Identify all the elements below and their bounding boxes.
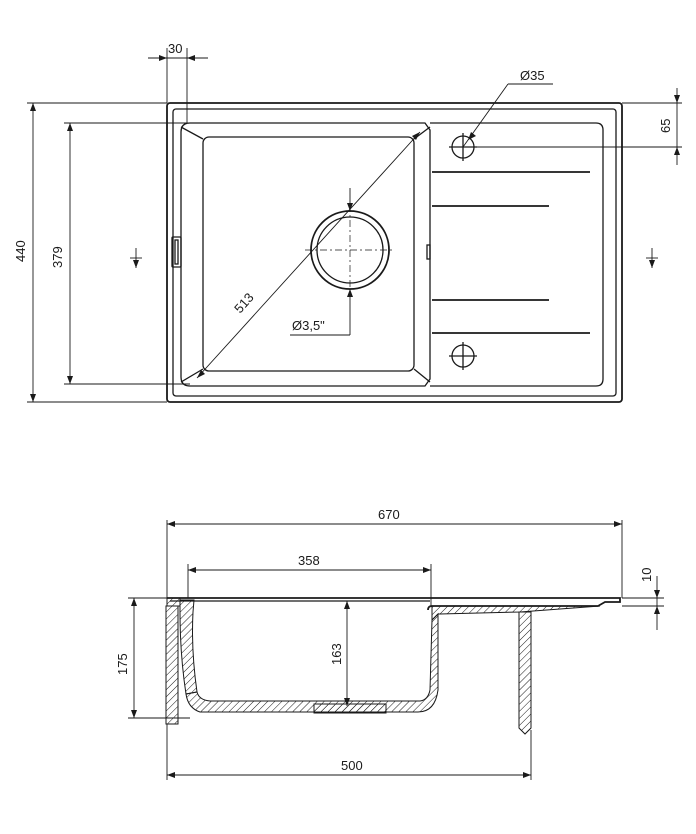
dim-line-513 [196,131,421,379]
arrow [133,260,139,268]
side-view: 670 358 10 175 163 500 [115,507,664,780]
arrow [654,606,660,614]
arrow [674,95,680,103]
dim-label-500: 500 [341,758,363,773]
overflow-slot [171,236,182,268]
arrow [674,147,680,155]
drainer-outline [430,122,604,387]
dim-label-440: 440 [13,240,28,262]
top-view: 30 Ø35 65 440 379 [13,41,682,403]
dim-label-175: 175 [115,653,130,675]
arrow [523,772,531,778]
dim-label-10: 10 [639,568,654,582]
arrow [30,394,36,402]
dim-label-65: 65 [658,119,673,133]
arrow [188,567,196,573]
arrow [167,772,175,778]
divider-mark [426,244,431,260]
dim-label-30: 30 [168,41,182,56]
overflow-slot-inner [174,239,179,265]
bowl-bottom [185,612,439,713]
cabinet-side-left [165,605,179,725]
arrow [654,590,660,598]
arrow [167,521,175,527]
arrow [412,132,420,140]
drain-fitting [313,703,387,714]
arrow [468,132,476,140]
dim-label-513: 513 [231,290,257,316]
arrow [347,289,353,297]
arrow [67,123,73,131]
bowl-outline-outer [180,122,431,387]
arrow [649,260,655,268]
dim-label-drain-diameter: Ø3,5" [292,318,325,333]
bevel-line [180,126,204,140]
arrow [344,698,350,706]
arrow [67,376,73,384]
arrow [344,601,350,609]
sink-inner-rim [172,108,617,397]
sink-outline [166,102,623,403]
left-wall [179,599,198,695]
bowl-outline-inner [202,136,415,372]
drainer-slope [431,605,601,622]
rim-top [167,597,621,611]
bevel-line [180,368,204,383]
dim-label-379: 379 [50,246,65,268]
cabinet-side-right [518,611,532,735]
arrow [347,203,353,211]
left-flange [166,597,181,607]
arrow [187,55,195,61]
bevel-line [413,368,431,383]
arrow [423,567,431,573]
arrow [614,521,622,527]
arrow [131,710,137,718]
arrow [131,598,137,606]
arrow [30,103,36,111]
arrow [197,370,205,378]
dim-label-163: 163 [329,643,344,665]
arrow [159,55,167,61]
dim-label-358: 358 [298,553,320,568]
dim-label-670: 670 [378,507,400,522]
dim-label-hole-diameter: Ø35 [520,68,545,83]
